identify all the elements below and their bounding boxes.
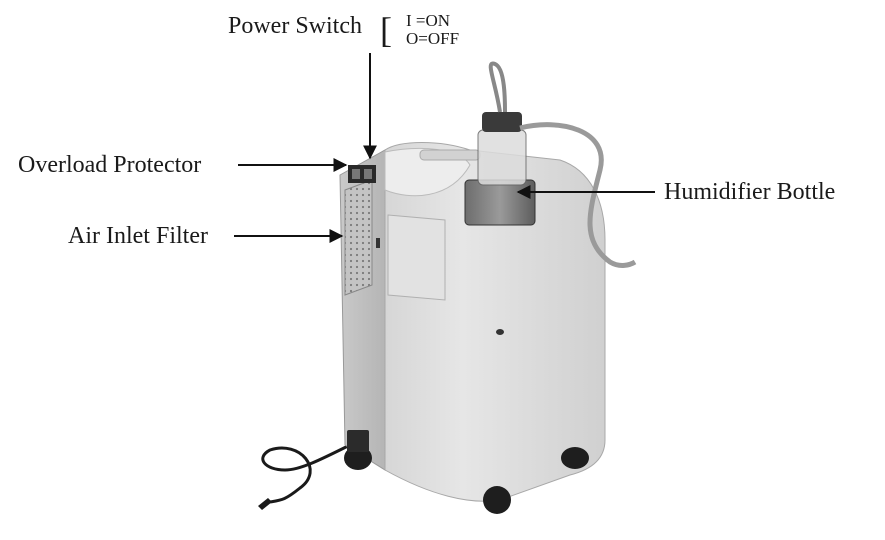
caster-wheel bbox=[483, 486, 511, 514]
power-plug bbox=[258, 498, 272, 510]
handle-rail bbox=[419, 149, 481, 161]
humidifier-bottle-shape bbox=[464, 179, 536, 226]
label-switch-on: I =ON bbox=[406, 11, 451, 30]
label-humidifier-bottle: Humidifier Bottle bbox=[664, 179, 836, 205]
caster-wheel bbox=[561, 447, 589, 469]
air-inlet-grille bbox=[344, 179, 373, 296]
label-air-inlet-filter: Air Inlet Filter bbox=[68, 223, 208, 249]
bracket-glyph: [ bbox=[380, 10, 392, 50]
label-overload-protector: Overload Protector bbox=[18, 152, 202, 178]
humidifier-tube bbox=[519, 122, 637, 268]
oxygen-tube bbox=[488, 61, 507, 113]
filter-door bbox=[387, 214, 446, 301]
label-power-switch: Power Switch bbox=[228, 13, 362, 39]
label-switch-off: O=OFF bbox=[406, 29, 460, 48]
power-cord bbox=[261, 443, 351, 504]
